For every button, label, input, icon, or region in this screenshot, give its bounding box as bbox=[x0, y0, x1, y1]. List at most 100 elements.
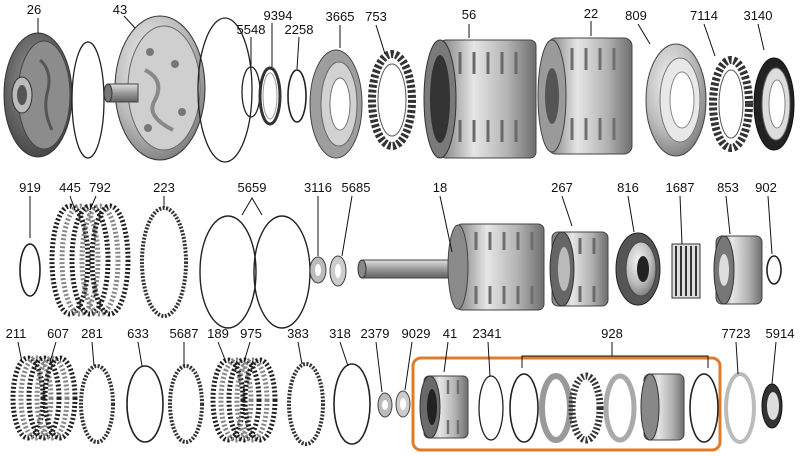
part-3140 bbox=[753, 57, 795, 151]
part-5687 bbox=[168, 364, 204, 444]
part-18 bbox=[357, 223, 545, 311]
part-label-792: 792 bbox=[89, 180, 111, 195]
part-label-2258: 2258 bbox=[285, 22, 314, 37]
part-label-9394: 9394 bbox=[264, 8, 293, 23]
leader-1687 bbox=[679, 195, 683, 245]
part-label-223: 223 bbox=[153, 180, 175, 195]
part-label-633: 633 bbox=[127, 326, 149, 341]
leader-5685 bbox=[341, 195, 353, 257]
leader-3140 bbox=[757, 23, 765, 51]
part-label-26: 26 bbox=[27, 2, 41, 17]
part-633 bbox=[126, 365, 164, 443]
leader-2379 bbox=[375, 341, 383, 393]
leader-633 bbox=[137, 341, 143, 367]
leader-792 bbox=[89, 195, 97, 211]
part-label-3665: 3665 bbox=[326, 9, 355, 24]
highlight-box-928 bbox=[411, 356, 722, 452]
large-seal-ring bbox=[197, 17, 253, 163]
part-label-7723: 7723 bbox=[722, 326, 751, 341]
leader-975 bbox=[243, 341, 251, 363]
leader-816 bbox=[627, 195, 635, 233]
part-41 bbox=[419, 375, 469, 439]
part-5685 bbox=[329, 255, 347, 287]
o-ring bbox=[71, 41, 105, 159]
leader-853 bbox=[725, 195, 731, 235]
part-753 bbox=[368, 50, 416, 150]
part-56 bbox=[423, 39, 537, 159]
part-2258 bbox=[287, 69, 307, 123]
part-383 bbox=[287, 362, 325, 446]
leader-211 bbox=[17, 341, 23, 363]
part-label-9029: 9029 bbox=[402, 326, 431, 341]
part-label-211: 211 bbox=[6, 326, 27, 341]
leader-281 bbox=[91, 341, 95, 367]
part-853 bbox=[713, 235, 763, 305]
part-label-975: 975 bbox=[240, 326, 262, 341]
part-7114 bbox=[709, 56, 753, 152]
leader-18 bbox=[439, 195, 453, 253]
part-label-5548: 5548 bbox=[237, 22, 266, 37]
part-label-189: 189 bbox=[207, 326, 229, 341]
leader-7723 bbox=[735, 341, 739, 375]
part-22 bbox=[537, 37, 633, 155]
leader-753 bbox=[375, 24, 386, 55]
part-label-3116: 3116 bbox=[304, 180, 332, 195]
part-label-5687: 5687 bbox=[170, 326, 199, 341]
leader-41 bbox=[443, 341, 449, 373]
part-label-853: 853 bbox=[717, 180, 739, 195]
leader-928-bracket bbox=[521, 355, 709, 368]
leader-2258 bbox=[296, 36, 300, 70]
part-809 bbox=[645, 43, 707, 157]
part-label-267: 267 bbox=[551, 180, 573, 195]
part-label-928: 928 bbox=[601, 326, 623, 341]
part-label-5659: 5659 bbox=[238, 180, 267, 195]
part-3665 bbox=[309, 49, 363, 159]
part-label-281: 281 bbox=[81, 326, 103, 341]
part-label-22: 22 bbox=[584, 6, 598, 21]
leader-607 bbox=[49, 341, 57, 363]
part-3116 bbox=[309, 256, 327, 284]
part-267 bbox=[549, 231, 609, 307]
leader-445 bbox=[69, 195, 76, 211]
part-5659 bbox=[199, 215, 311, 329]
part-label-18: 18 bbox=[433, 180, 447, 195]
part-label-816: 816 bbox=[617, 180, 639, 195]
part-label-902: 902 bbox=[755, 180, 777, 195]
part-label-383: 383 bbox=[287, 326, 309, 341]
part-26 bbox=[3, 32, 73, 158]
leader-43 bbox=[123, 15, 136, 29]
part-label-1687: 1687 bbox=[666, 180, 695, 195]
leader-902 bbox=[767, 195, 773, 255]
part-label-753: 753 bbox=[365, 9, 387, 24]
part-label-919: 919 bbox=[19, 180, 41, 195]
leader-9029 bbox=[404, 341, 413, 391]
part-318 bbox=[333, 363, 371, 445]
part-label-607: 607 bbox=[47, 326, 69, 341]
part-label-445: 445 bbox=[59, 180, 81, 195]
part-label-5685: 5685 bbox=[342, 180, 371, 195]
part-label-3140: 3140 bbox=[744, 8, 773, 23]
leader-189 bbox=[217, 341, 227, 363]
part-902 bbox=[766, 255, 782, 285]
part-189-975-clutch-pack bbox=[210, 357, 278, 443]
part-label-5914: 5914 bbox=[766, 326, 795, 341]
part-281 bbox=[79, 364, 115, 444]
part-2379 bbox=[377, 392, 393, 418]
part-5914 bbox=[761, 383, 783, 429]
part-223 bbox=[140, 206, 188, 318]
part-label-7114: 7114 bbox=[690, 8, 718, 23]
part-43 bbox=[103, 15, 206, 161]
part-label-2341: 2341 bbox=[473, 326, 502, 341]
part-label-56: 56 bbox=[462, 7, 476, 22]
leader-383 bbox=[297, 341, 303, 365]
part-label-2379: 2379 bbox=[361, 326, 390, 341]
leader-267 bbox=[561, 195, 573, 227]
part-445-792-clutch-pack bbox=[49, 203, 131, 317]
part-label-41: 41 bbox=[443, 326, 457, 341]
part-label-809: 809 bbox=[625, 8, 647, 23]
part-919 bbox=[19, 243, 41, 297]
leader-7114 bbox=[703, 23, 716, 57]
part-label-43: 43 bbox=[113, 2, 127, 17]
